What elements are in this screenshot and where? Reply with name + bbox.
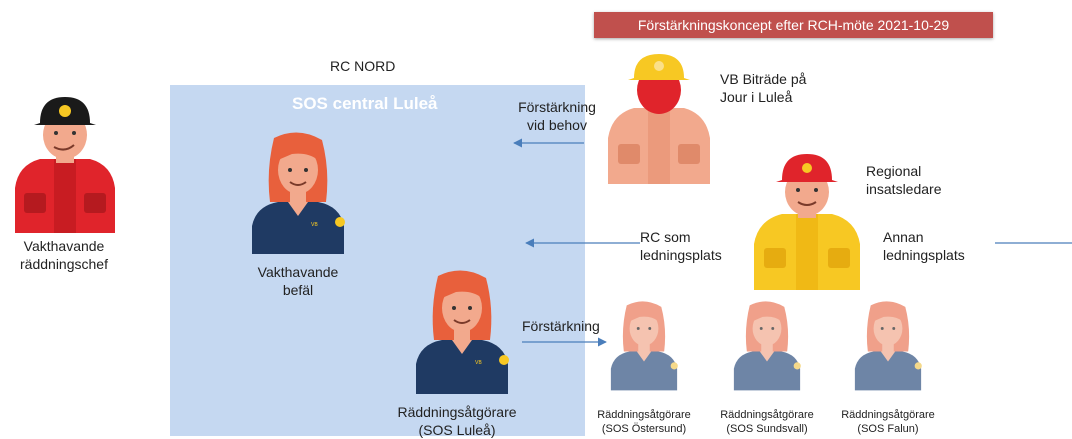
vb-bitrade-figure [608, 54, 710, 184]
raddningsatgorare-ostersund-label: Räddningsåtgörare (SOS Östersund) [597, 409, 691, 435]
vb-bitrade-label: VB Biträde på Jour i Luleå [720, 71, 807, 105]
raddningsatgorare-lulea-label: Räddningsåtgörare (SOS Luleå) [397, 404, 517, 438]
regional-insatsledare-figure [754, 154, 860, 290]
vakthavande-raddningschef-label: Vakthavande räddningschef [20, 238, 108, 272]
raddningsatgorare-sundsvall-figure [733, 301, 801, 391]
regional-insatsledare-label: Regional insatsledare [866, 163, 942, 197]
raddningsatgorare-lulea-figure: VB [416, 270, 509, 394]
label-forstarkning: Förstärkning [522, 318, 600, 334]
vakthavande-befal-label: Vakthavande befäl [257, 264, 339, 298]
raddningsatgorare-falun-figure [854, 301, 922, 391]
raddningsatgorare-ostersund-figure [610, 301, 678, 391]
vakthavande-befal-figure: VB [252, 132, 345, 254]
concept-banner: Förstärkningskoncept efter RCH-möte 2021… [594, 12, 993, 38]
svg-text:VB: VB [475, 360, 482, 366]
label-annan-ledningsplats: Annan ledningsplats [883, 229, 965, 263]
label-rc-som-ledningsplats: RC som ledningsplats [640, 229, 722, 263]
raddningsatgorare-sundsvall-label: Räddningsåtgörare (SOS Sundsvall) [720, 409, 814, 435]
label-forstarkning-vid-behov: Förstärkning vid behov [518, 99, 596, 133]
svg-text:VB: VB [311, 222, 318, 228]
vakthavande-raddningschef-figure [15, 97, 115, 233]
sos-central-title: SOS central Luleå [292, 94, 438, 113]
rc-nord-label: RC NORD [330, 58, 396, 74]
raddningsatgorare-falun-label: Räddningsåtgörare (SOS Falun) [841, 409, 935, 435]
